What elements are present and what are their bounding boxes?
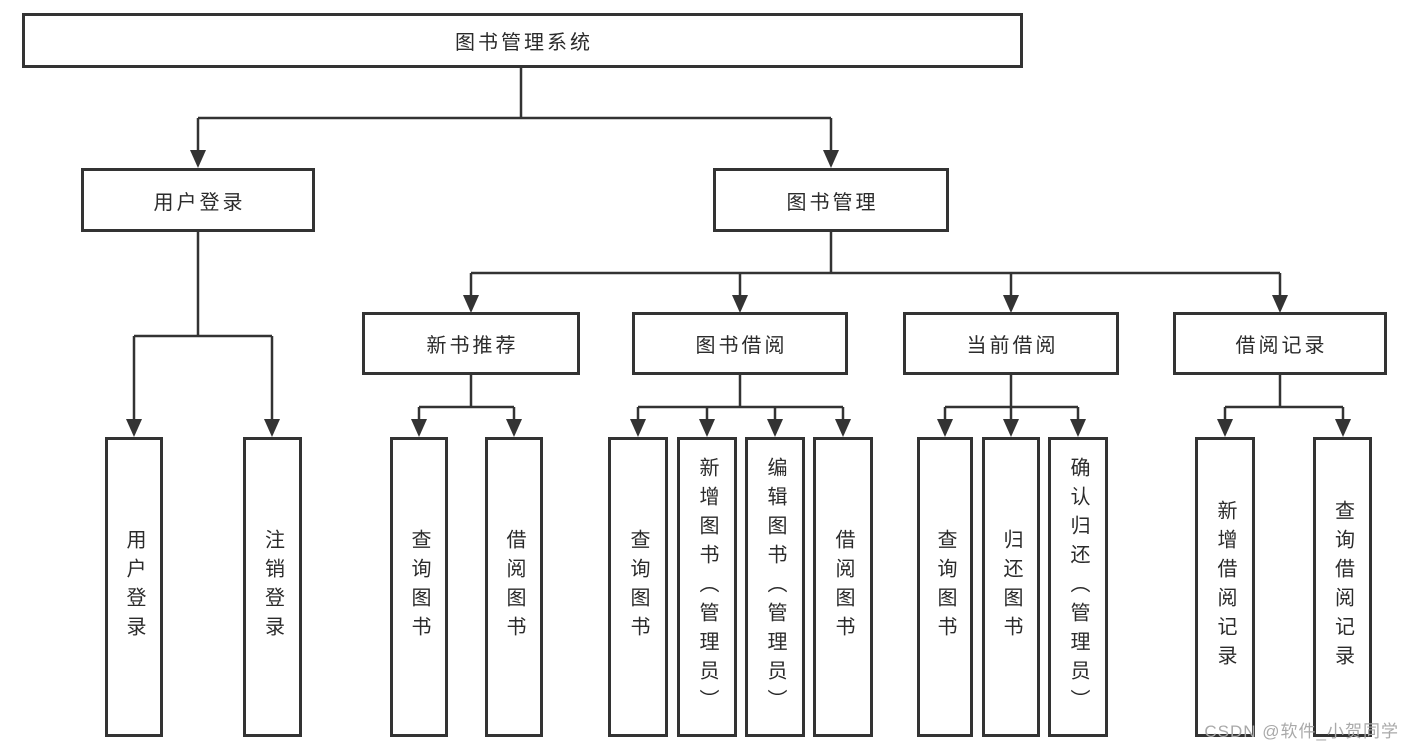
node-current-borrow: 当前借阅 bbox=[903, 312, 1119, 375]
node-user-login: 用户登录 bbox=[81, 168, 315, 232]
node-new-books: 新书推荐 bbox=[362, 312, 580, 375]
leaf-records-query-label: 查询借阅记录 bbox=[1331, 500, 1354, 674]
node-book-mgmt: 图书管理 bbox=[713, 168, 949, 232]
leaf-bookborrow-borrow: 借阅图书 bbox=[813, 437, 873, 737]
leaf-logout: 注销登录 bbox=[243, 437, 302, 737]
connector-currentborrow-to-leaves bbox=[943, 375, 1080, 421]
leaf-currentborrow-return-label: 归还图书 bbox=[1000, 529, 1022, 645]
csdn-watermark: CSDN @软件_小贺同学 bbox=[1204, 722, 1399, 741]
leaf-logout-label: 注销登录 bbox=[261, 529, 284, 645]
leaf-newbooks-borrow: 借阅图书 bbox=[485, 437, 543, 737]
leaf-bookborrow-borrow-label: 借阅图书 bbox=[832, 529, 854, 645]
node-book-borrow-label: 图书借阅 bbox=[695, 335, 788, 357]
leaf-records-query: 查询借阅记录 bbox=[1313, 437, 1372, 737]
connector-userlogin-to-leaves bbox=[132, 232, 274, 421]
node-current-borrow-label: 当前借阅 bbox=[966, 335, 1059, 357]
leaf-currentborrow-confirm: 确认归还（管理员） bbox=[1048, 437, 1108, 737]
node-user-login-label: 用户登录 bbox=[153, 191, 246, 214]
connector-bookmgmt-to-level3 bbox=[469, 232, 1282, 297]
leaf-user-login: 用户登录 bbox=[105, 437, 163, 737]
node-root: 图书管理系统 bbox=[22, 13, 1023, 68]
leaf-newbooks-query: 查询图书 bbox=[390, 437, 448, 737]
leaf-currentborrow-confirm-label: 确认归还（管理员） bbox=[1067, 456, 1089, 718]
leaf-bookborrow-edit: 编辑图书（管理员） bbox=[745, 437, 805, 737]
leaf-currentborrow-return: 归还图书 bbox=[982, 437, 1040, 737]
arrowheads bbox=[126, 150, 1351, 437]
leaf-bookborrow-query: 查询图书 bbox=[608, 437, 668, 737]
connector-newbooks-to-leaves bbox=[417, 375, 516, 421]
leaf-bookborrow-edit-label: 编辑图书（管理员） bbox=[764, 456, 786, 718]
node-borrow-records: 借阅记录 bbox=[1173, 312, 1387, 375]
node-book-mgmt-label: 图书管理 bbox=[786, 191, 879, 214]
leaf-newbooks-query-label: 查询图书 bbox=[408, 529, 430, 645]
connector-borrowrecords-to-leaves bbox=[1223, 375, 1345, 421]
leaf-bookborrow-query-label: 查询图书 bbox=[627, 529, 649, 645]
leaf-user-login-label: 用户登录 bbox=[123, 529, 145, 645]
connector-root-to-level2 bbox=[196, 68, 833, 152]
node-book-borrow: 图书借阅 bbox=[632, 312, 848, 375]
leaf-newbooks-borrow-label: 借阅图书 bbox=[503, 529, 525, 645]
leaf-records-add: 新增借阅记录 bbox=[1195, 437, 1255, 737]
leaf-currentborrow-query: 查询图书 bbox=[917, 437, 973, 737]
leaf-bookborrow-add-label: 新增图书（管理员） bbox=[696, 456, 718, 718]
node-root-label: 图书管理系统 bbox=[455, 32, 593, 54]
node-new-books-label: 新书推荐 bbox=[426, 335, 519, 357]
node-borrow-records-label: 借阅记录 bbox=[1235, 335, 1328, 357]
leaf-records-add-label: 新增借阅记录 bbox=[1214, 500, 1236, 674]
connector-bookborrow-to-leaves bbox=[636, 375, 845, 421]
leaf-bookborrow-add: 新增图书（管理员） bbox=[677, 437, 737, 737]
leaf-currentborrow-query-label: 查询图书 bbox=[934, 529, 956, 645]
